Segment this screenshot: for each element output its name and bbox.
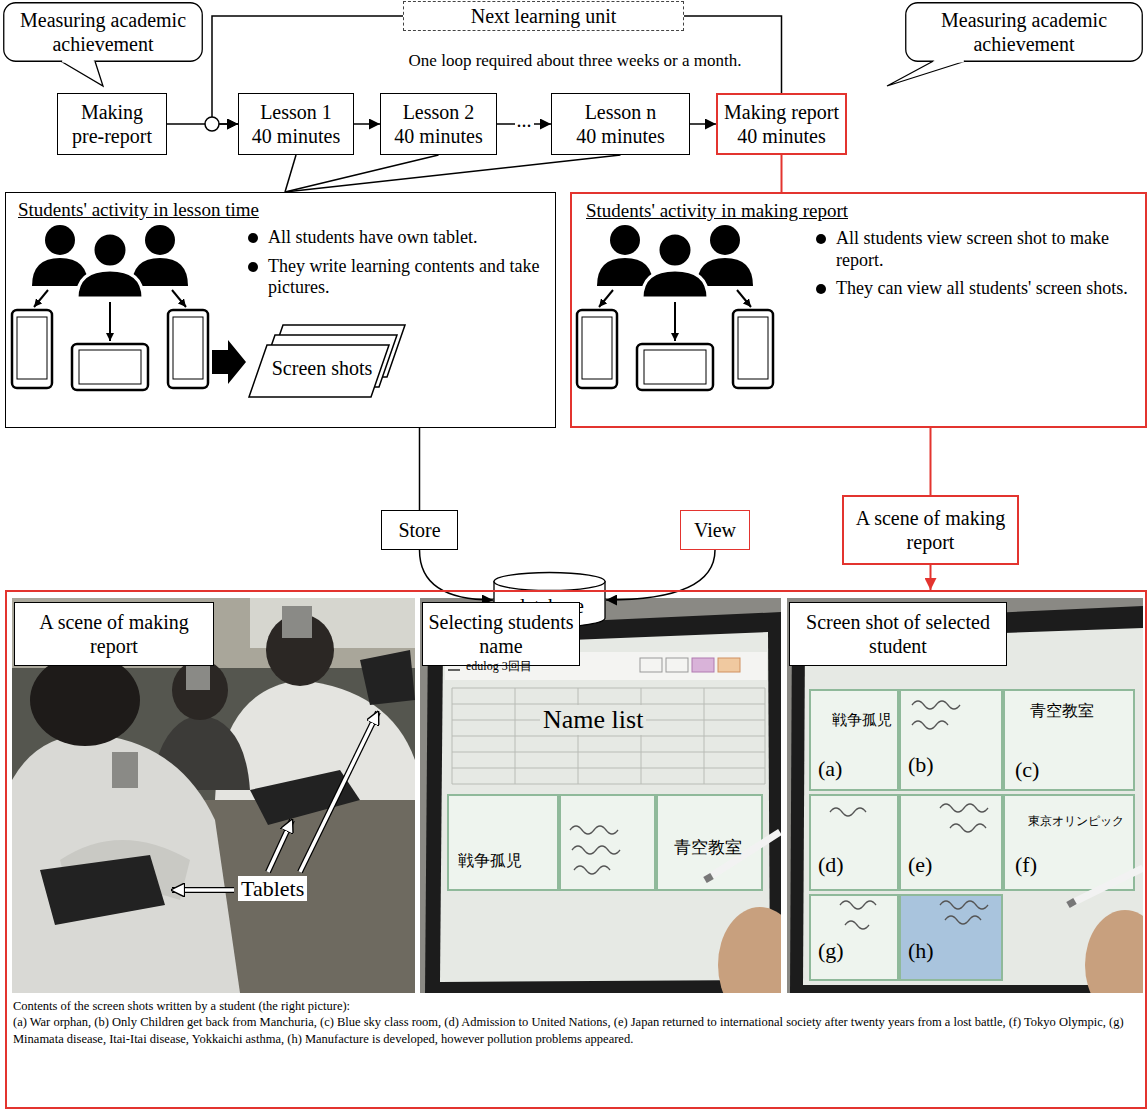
store-box: Store <box>381 510 458 550</box>
node-text: View <box>694 518 736 542</box>
node-text: Students' activity in lesson time <box>18 199 259 221</box>
node-text: All students have own tablet. <box>268 227 549 249</box>
node-text: Making report <box>724 100 839 124</box>
connector <box>285 155 296 192</box>
bubble-join <box>62 60 94 63</box>
photo-label-box: Selecting students name <box>422 602 580 666</box>
node-text: Screen shot of selected student <box>795 610 1001 658</box>
bubble-body <box>906 3 1143 62</box>
process-box: Lesson 240 minutes <box>380 93 497 155</box>
figure-label: (g) <box>818 938 844 963</box>
figure-label: 戦争孤児 <box>458 852 522 870</box>
node-text: Next learning unit <box>471 4 617 28</box>
connector <box>606 550 715 600</box>
process-box: Lesson n40 minutes <box>551 93 690 155</box>
node-text: 40 minutes <box>576 124 664 148</box>
edge-label: ... <box>515 109 534 132</box>
bullet-dot <box>816 284 826 294</box>
bullet-item: All students view screen shot to make re… <box>812 228 1137 271</box>
bullet-dot <box>248 233 258 243</box>
view-box: View <box>680 510 750 550</box>
figure-label: edulog 3回目 <box>466 660 532 674</box>
bullet-dot <box>816 234 826 244</box>
connector <box>420 550 494 600</box>
figure-label: 青空教室 <box>1030 702 1094 720</box>
figure-label: (b) <box>908 752 934 777</box>
stack-label: Screen shots <box>261 357 383 380</box>
process-box: Making report40 minutes <box>716 93 847 155</box>
callout-bubble: Measuring academic achievement <box>905 2 1143 62</box>
connector <box>285 155 621 192</box>
figure-label: 青空教室 <box>674 838 742 858</box>
figure-label: Name list <box>540 705 646 735</box>
node-text: Store <box>398 518 440 542</box>
figure-label: 戦争孤児 <box>832 712 892 729</box>
node-text: 40 minutes <box>252 124 340 148</box>
caption-block: Contents of the screen shots written by … <box>13 998 1139 1047</box>
bullet-dot <box>248 262 258 272</box>
cylinder-top <box>494 573 605 591</box>
connector <box>781 155 783 192</box>
figure-label: (c) <box>1015 757 1039 782</box>
activity-panel: Students' activity in making reportAll s… <box>570 192 1147 428</box>
node-text: Students' activity in making report <box>586 200 848 222</box>
connector <box>930 428 932 495</box>
bubble-tail <box>887 61 965 86</box>
bullet-item: They write learning contents and take pi… <box>244 256 549 299</box>
bubble-join <box>934 60 964 63</box>
node-text: Measuring academic achievement <box>915 8 1133 56</box>
node-text: Selecting students name <box>428 610 574 658</box>
figure-label: One loop required about three weeks or a… <box>385 51 765 71</box>
bullet-item: They can view all students' screen shots… <box>812 278 1137 300</box>
photo-panel: Contents of the screen shots written by … <box>5 590 1147 1109</box>
connector <box>354 123 380 125</box>
bubble-tail <box>61 61 103 86</box>
sheet <box>249 345 389 397</box>
node-text: All students view screen shot to make re… <box>836 228 1137 271</box>
node-text: Contents of the screen shots written by … <box>13 998 1139 1014</box>
node-text: Lesson n <box>585 100 657 124</box>
node-text: (a) War orphan, (b) Only Children get ba… <box>13 1014 1139 1047</box>
connector <box>930 565 932 590</box>
process-box: Lesson 140 minutes <box>238 93 354 155</box>
figure-label: (f) <box>1015 852 1037 877</box>
figure-label: (d) <box>818 852 844 877</box>
callout-bubble: Measuring academic achievement <box>3 2 203 62</box>
node-text: 40 minutes <box>394 124 482 148</box>
figure-label: Tablets <box>238 876 307 901</box>
figure-label: (e) <box>908 852 932 877</box>
node-text: They can view all students' screen shots… <box>836 278 1137 300</box>
node-text: They write learning contents and take pi… <box>268 256 549 299</box>
node-text: 40 minutes <box>737 124 825 148</box>
connector <box>419 428 421 510</box>
figure-label: (a) <box>818 756 842 781</box>
node-text: A scene of making report <box>849 506 1012 554</box>
node-text: Making pre-report <box>63 100 161 148</box>
process-box: Making pre-report <box>57 93 167 155</box>
node-text: Lesson 2 <box>403 100 475 124</box>
figure-label: 東京オリンピック <box>1028 815 1124 829</box>
screenshot-stack: Screen shots <box>249 321 409 401</box>
node-text: Measuring academic achievement <box>13 8 193 56</box>
node-text: A scene of making report <box>20 610 208 658</box>
connector <box>690 123 716 125</box>
scene-box: A scene of making report <box>842 495 1019 565</box>
node-text: Screen shots <box>261 357 383 380</box>
junction-circle <box>205 117 219 131</box>
bullet-item: All students have own tablet. <box>244 227 549 249</box>
node-text: Lesson 1 <box>260 100 332 124</box>
bullet-list: All students view screen shot to make re… <box>812 228 1137 307</box>
activity-panel: Students' activity in lesson timeAll stu… <box>5 192 556 428</box>
photo-label-box: Screen shot of selected student <box>789 602 1007 666</box>
figure-label: (h) <box>908 938 934 963</box>
connector <box>285 155 439 192</box>
bubble-body <box>4 3 203 62</box>
dashed-box: Next learning unit <box>403 1 684 31</box>
photo-label-box: A scene of making report <box>14 602 214 666</box>
bullet-list: All students have own tablet. They write … <box>244 227 549 306</box>
